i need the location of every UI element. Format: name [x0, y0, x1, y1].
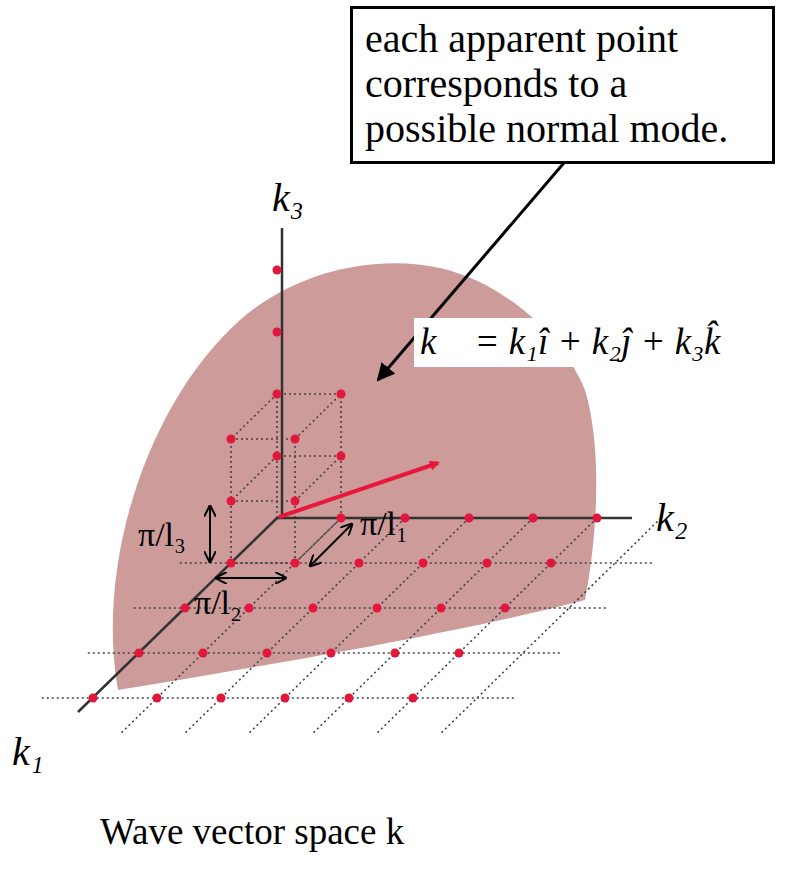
grid-line [180, 562, 654, 564]
grid-line [231, 456, 277, 501]
mode-point [281, 694, 290, 703]
grid-line [88, 652, 562, 654]
callout-text: each apparent point corresponds to a pos… [365, 17, 760, 151]
mode-point [273, 452, 282, 461]
mode-point [135, 649, 144, 658]
grid-line [184, 518, 405, 734]
axis-label: k₂ [656, 496, 688, 540]
mode-point [391, 649, 400, 658]
axis-label: k₃ [272, 176, 304, 220]
mode-point [455, 649, 464, 658]
grid-line [376, 518, 597, 734]
mode-point [291, 559, 300, 568]
grid-line [248, 518, 469, 734]
dimension-arrow [209, 506, 211, 562]
lattice-grid [42, 394, 661, 734]
mode-point [465, 514, 474, 523]
mode-point [483, 559, 492, 568]
mode-point [437, 604, 446, 613]
dimension-arrow [216, 577, 286, 579]
mode-point [227, 559, 236, 568]
mode-point [291, 435, 300, 444]
mode-point [501, 604, 510, 613]
grid-line [312, 518, 533, 734]
grid-line [295, 394, 341, 439]
dimension-label: π/l₂ [194, 584, 242, 621]
mode-point [593, 514, 602, 523]
mode-point [345, 694, 354, 703]
mode-point [337, 514, 346, 523]
mode-point [273, 328, 282, 337]
mode-point [227, 435, 236, 444]
grid-line [42, 697, 516, 699]
grid-line [231, 394, 277, 439]
grid-line [277, 393, 341, 395]
axis-label: k₁ [12, 730, 44, 774]
vector-equation: k⃗ = k₁î + k₂ĵ + k₃k̂ [414, 318, 726, 367]
mode-point [245, 604, 254, 613]
mode-point [181, 604, 190, 613]
k2-axis [277, 517, 632, 520]
caption: Wave vector space k [100, 812, 404, 853]
grid-line [231, 438, 295, 440]
mode-point [199, 649, 208, 658]
mode-point [373, 604, 382, 613]
mode-point [419, 559, 428, 568]
wave-vector-arrow [279, 463, 438, 517]
callout-box: each apparent point corresponds to a pos… [350, 6, 775, 164]
mode-point [327, 649, 336, 658]
mode-point [337, 390, 346, 399]
grid-line [231, 562, 295, 564]
mode-point [153, 694, 162, 703]
mode-point [409, 694, 418, 703]
mode-point [217, 694, 226, 703]
mode-point [309, 604, 318, 613]
mode-point [529, 514, 538, 523]
mode-point [273, 266, 282, 275]
dimension-label: π/l₃ [138, 516, 186, 553]
mode-point [291, 497, 300, 506]
mode-point [227, 497, 236, 506]
mode-point [273, 390, 282, 399]
mode-point [337, 452, 346, 461]
dimension-arrow [310, 524, 352, 566]
mode-point [547, 559, 556, 568]
mode-point [89, 694, 98, 703]
mode-point [355, 559, 364, 568]
grid-line [277, 455, 341, 457]
grid-line [295, 456, 341, 501]
mode-point [263, 649, 272, 658]
grid-line [231, 500, 295, 502]
dimension-label: π/l₁ [360, 505, 408, 542]
grid-line [440, 518, 661, 734]
